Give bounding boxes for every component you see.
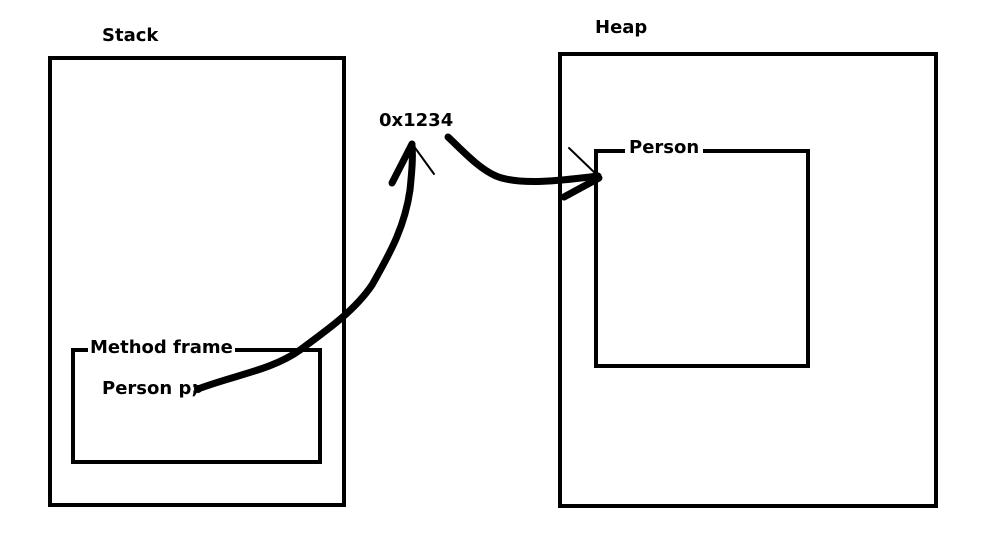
address-to-object-arrow <box>444 133 602 185</box>
address-to-object-arrowhead-lower <box>560 174 603 201</box>
variable-anchor-dot <box>194 385 202 393</box>
address-label: 0x1234 <box>379 110 454 131</box>
address-to-object-arrowhead-upper <box>568 147 597 175</box>
method-frame-label: Method frame <box>88 337 235 358</box>
stack-label: Stack <box>102 25 159 46</box>
variable-label: Person p; <box>102 378 199 399</box>
heap-box <box>558 52 938 508</box>
stack-box <box>48 56 346 507</box>
variable-to-address-arrowhead-left <box>388 140 416 187</box>
variable-to-address-arrowhead-right <box>412 144 435 175</box>
object-label: Person <box>625 139 704 157</box>
variable-to-address-arrow <box>194 141 416 393</box>
heap-label: Heap <box>595 17 648 38</box>
